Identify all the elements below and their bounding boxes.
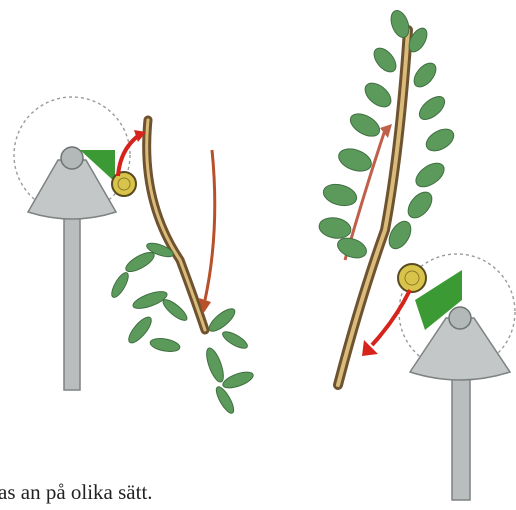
- left-cutter-shaft: [64, 190, 80, 390]
- right-cutter-hub: [449, 307, 471, 329]
- right-cutter-illustration: [318, 8, 515, 500]
- left-red-arrow-down: [205, 150, 215, 300]
- caption-text: as an på olika sätt.: [0, 480, 153, 505]
- left-stump: [112, 172, 136, 196]
- right-stump: [398, 264, 426, 292]
- left-cutter-hub: [61, 147, 83, 169]
- left-cutter-illustration: [14, 97, 255, 415]
